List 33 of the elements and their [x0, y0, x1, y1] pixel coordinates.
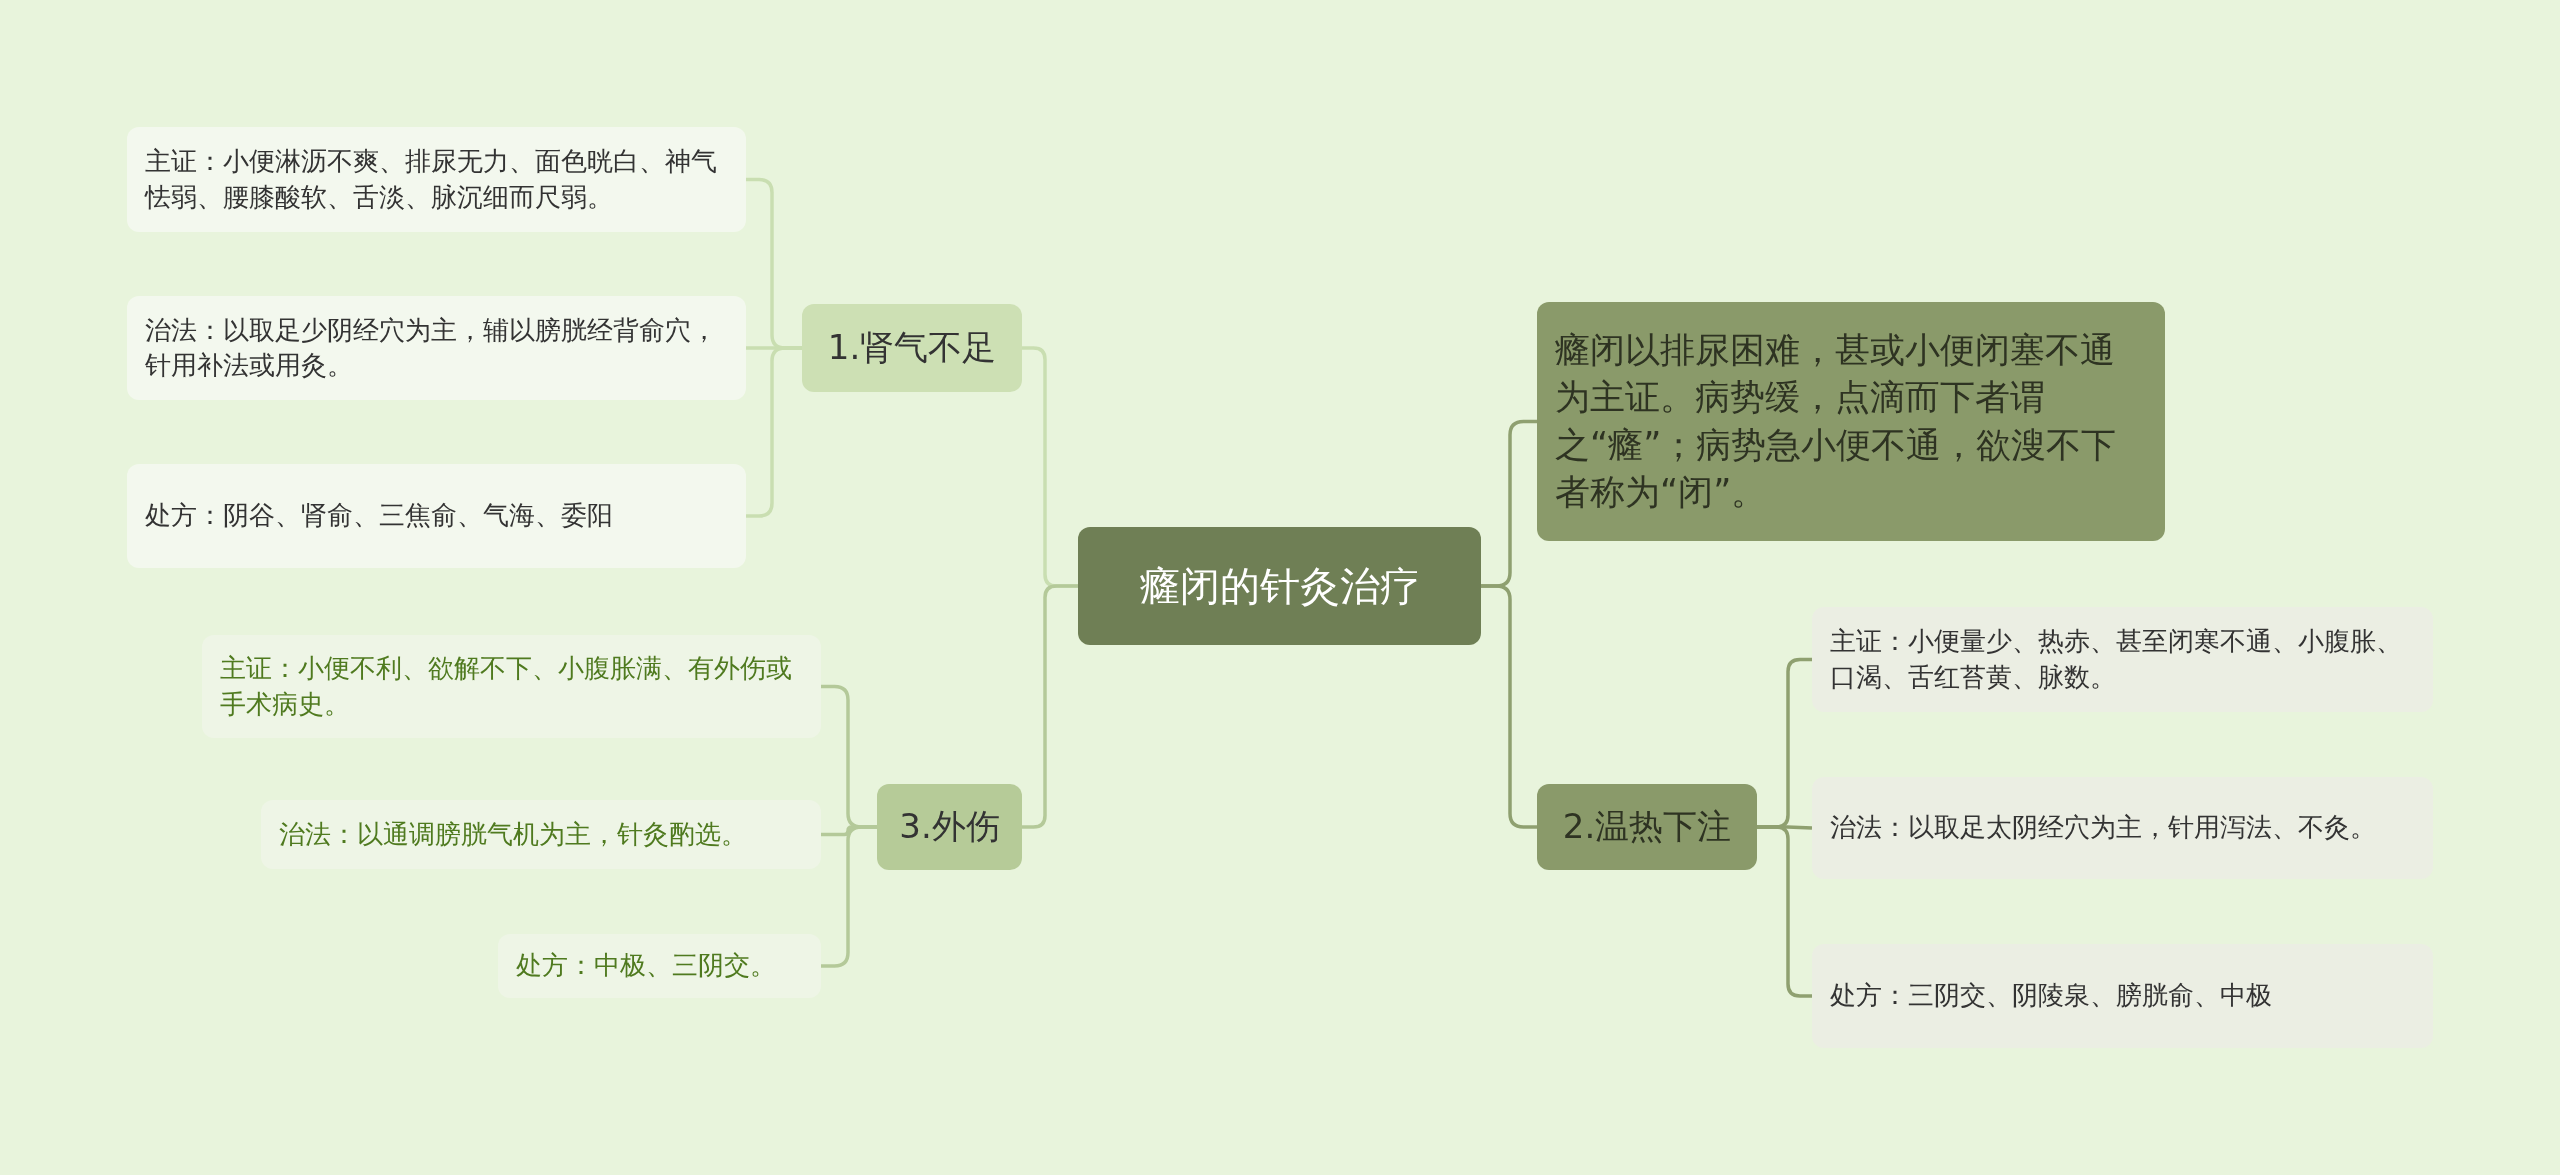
connector-line — [1481, 584, 1537, 829]
topic-text: 主证：小便淋沥不爽、排尿无力、面色晄白、神气怯弱、腰膝酸软、舌淡、脉沉细而尺弱。 — [145, 145, 718, 214]
topic-text: 2.温热下注 — [1562, 805, 1732, 849]
detail-card — [1812, 944, 2433, 1048]
topic-text: 癃闭的针灸治疗 — [1139, 562, 1420, 611]
topic-text: 处方：三阴交、阴陵泉、膀胱俞、中极 — [1830, 979, 2272, 1013]
topic-text: 主证：小便量少、热赤、甚至闭寒不通、小腹胀、口渴、舌红苔黄、脉数。 — [1830, 625, 2403, 694]
detail-card — [1812, 607, 2433, 712]
detail-card — [127, 464, 746, 568]
branch-topic — [877, 784, 1022, 870]
connector-line — [821, 825, 877, 968]
detail-card — [127, 127, 746, 232]
topic-text: 1.肾气不足 — [827, 326, 997, 370]
detail-card — [1812, 777, 2433, 879]
connector-line — [1022, 584, 1078, 829]
topic-text: 癃闭以排尿困难，甚或小便闭塞不通为主证。病势缓，点滴而下者谓之“癃”；病势急小便不通，欲溲不下者称为“闭”。 — [1555, 329, 2118, 514]
summary-card — [1537, 302, 2165, 541]
topic-text: 主证：小便不利、欲解不下、小腹胀满、有外伤或手术病史。 — [220, 652, 793, 721]
topic-text: 3.外伤 — [899, 805, 1000, 849]
topic-text: 治法：以取足太阴经穴为主，针用泻法、不灸。 — [1830, 811, 2376, 845]
root-topic — [1078, 527, 1481, 645]
branch-topic — [1537, 784, 1757, 870]
detail-card — [202, 635, 821, 738]
topic-text: 治法：以通调膀胱气机为主，针灸酌选。 — [279, 817, 747, 851]
branch-topic — [802, 304, 1022, 392]
detail-card — [127, 296, 746, 400]
detail-card — [498, 934, 821, 998]
topic-text: 处方：中极、三阴交。 — [516, 949, 776, 983]
connector-line — [1757, 825, 1812, 998]
topic-text: 治法：以取足少阴经穴为主，辅以膀胱经背俞穴，针用补法或用灸。 — [145, 313, 718, 382]
topic-text: 处方：阴谷、肾俞、三焦俞、气海、委阳 — [145, 499, 613, 533]
connector-line — [746, 346, 802, 518]
detail-card — [261, 800, 821, 869]
